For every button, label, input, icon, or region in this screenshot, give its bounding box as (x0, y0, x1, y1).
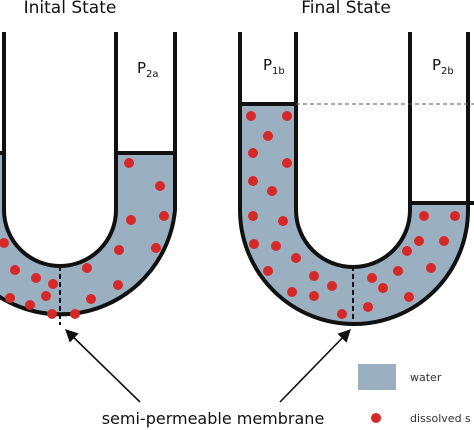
solute-particle (124, 158, 134, 168)
solute-particle (402, 246, 412, 256)
solute-particle (414, 236, 424, 246)
final-panel-title: Final State (301, 0, 391, 18)
solute-particle (282, 158, 292, 168)
membrane-annotation: semi-permeable membrane (102, 409, 325, 428)
solute-particle (309, 291, 319, 301)
solute-particle (246, 111, 256, 121)
final-pressure-right-symbol: P (432, 56, 441, 74)
solute-particle (271, 241, 281, 251)
solute-particle (363, 302, 373, 312)
solute-particle (25, 300, 35, 310)
solute-particle (404, 292, 414, 302)
final-tube-inner-wall (294, 32, 412, 269)
solute-particle (151, 243, 161, 253)
solute-particle (291, 253, 301, 263)
solute-particle (82, 263, 92, 273)
initial-u-tube (0, 32, 177, 325)
solute-particle (249, 239, 259, 249)
solute-particle (248, 148, 258, 158)
initial-tube-inner-wall (1, 32, 118, 268)
solute-particle (70, 309, 80, 319)
solute-particle (5, 293, 15, 303)
solute-particle (263, 266, 273, 276)
solute-particle (10, 265, 20, 275)
solute-particle (439, 236, 449, 246)
solute-particle (0, 238, 9, 248)
final-solute-particles (246, 111, 460, 319)
solute-particle (248, 176, 258, 186)
final-pressure-left-symbol: P (263, 56, 272, 74)
solute-particle (337, 309, 347, 319)
solute-particle (155, 181, 165, 191)
initial-panel-title: Inital State (24, 0, 117, 18)
membrane-arrow-left (65, 329, 141, 403)
solute-particle (41, 291, 51, 301)
solute-particle (48, 279, 58, 289)
legend-water-swatch (358, 364, 396, 390)
solute-particle (159, 211, 169, 221)
final-pressure-left-subscript: 1b (272, 66, 285, 77)
legend-water-label: water (410, 371, 442, 384)
initial-water (0, 153, 175, 315)
solute-particle (367, 273, 377, 283)
solute-particle (450, 211, 460, 221)
solute-particle (426, 263, 436, 273)
solute-particle (31, 273, 41, 283)
final-pressure-right-subscript: 2b (441, 66, 454, 77)
initial-pressure-right-subscript: 2a (146, 69, 159, 80)
legend: water dissolved s (358, 364, 471, 425)
solute-particle (419, 211, 429, 221)
solute-particle (86, 294, 96, 304)
solute-particle (114, 245, 124, 255)
solute-particle (263, 131, 273, 141)
solute-particle (287, 287, 297, 297)
solute-particle (393, 266, 403, 276)
solute-particle (278, 216, 288, 226)
final-pressure-left-label: P1b (263, 56, 285, 77)
initial-pressure-right-symbol: P (137, 59, 146, 77)
solute-particle (309, 271, 319, 281)
membrane-arrow-right (279, 329, 351, 403)
solute-particle (267, 186, 277, 196)
solute-particle (378, 283, 388, 293)
legend-solute-label: dissolved s (410, 412, 471, 425)
solute-particle (282, 111, 292, 121)
solute-particle (47, 309, 57, 319)
final-u-tube (238, 32, 474, 326)
solute-particle (248, 211, 258, 221)
initial-tube-outer-wall (0, 32, 177, 317)
initial-pressure-right-label: P2a (137, 59, 159, 80)
legend-solute-dot (371, 413, 381, 423)
final-water (240, 104, 468, 324)
initial-solute-particles (0, 158, 169, 319)
solute-particle (327, 281, 337, 291)
solute-particle (113, 280, 123, 290)
solute-particle (126, 215, 136, 225)
final-pressure-right-label: P2b (432, 56, 454, 77)
